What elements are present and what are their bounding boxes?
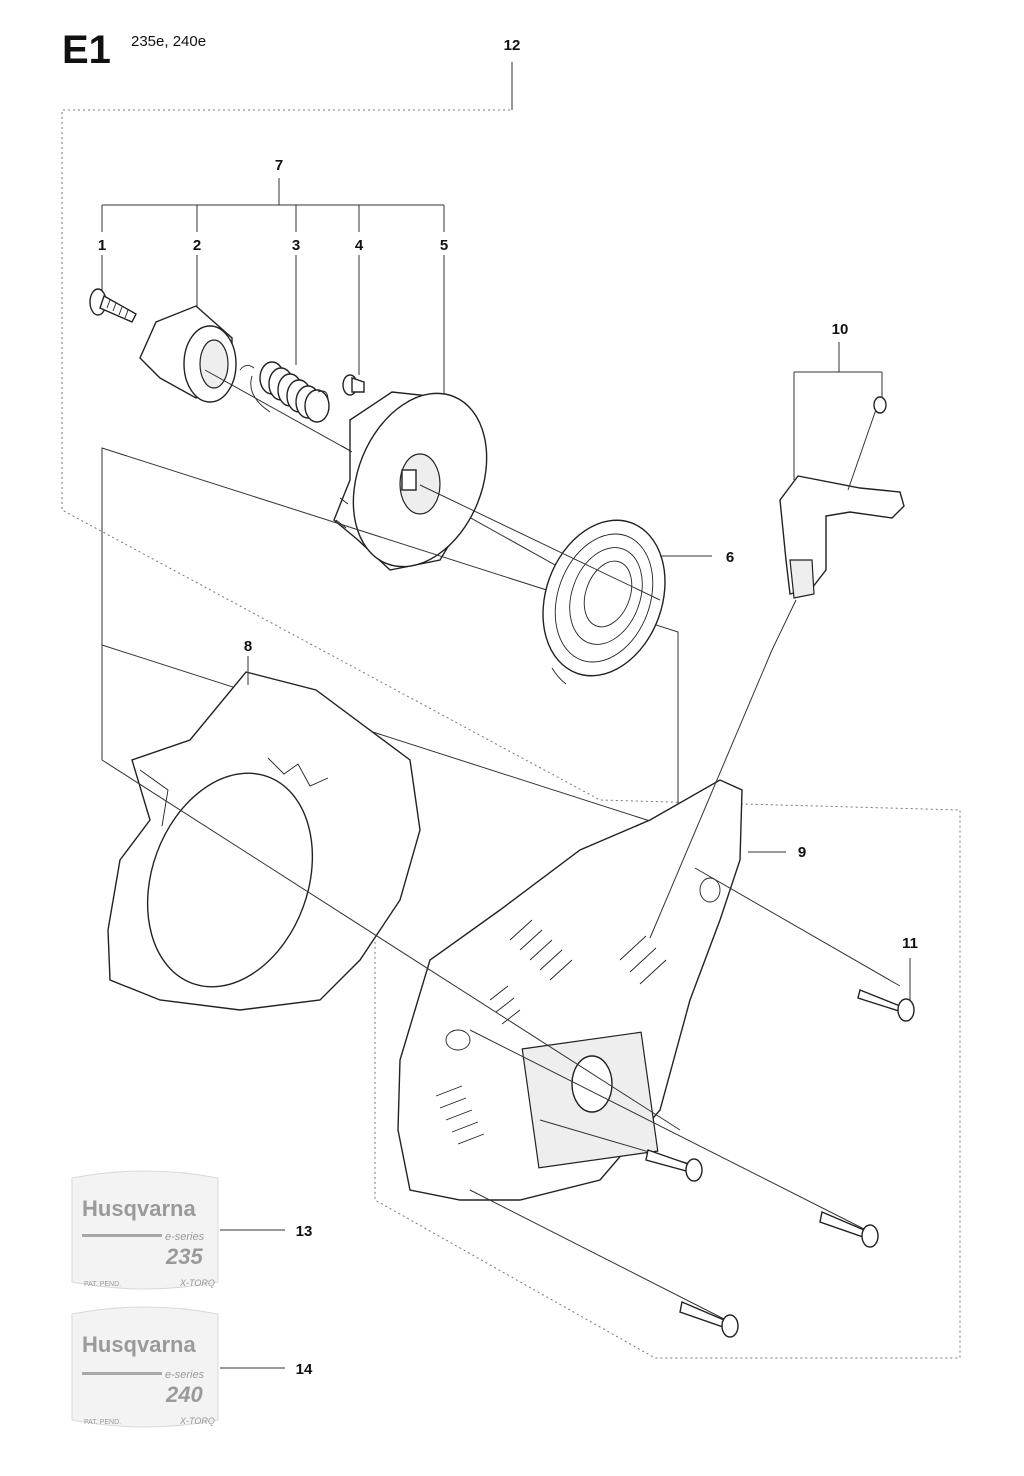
callout-labels: 12 7 1 2 3 4 5 10 6 8 9 11 13 14 [98,37,918,1378]
decal-14-note: PAT. PEND. [84,1419,121,1426]
part-1-screw [89,288,137,323]
callout-4: 4 [355,237,364,254]
part-5-pulley-disc [333,391,488,571]
decal-13-tag: X-TORQ [179,1278,215,1288]
model-list: 235e, 240e [131,33,207,50]
part-2-pulley [139,305,237,403]
part-9-starter-cover [397,779,743,1201]
callout-2: 2 [193,237,201,254]
part-6-recoil-spring [542,519,666,685]
decal-14-series: e-series [165,1369,205,1381]
part-8-shroud [107,671,421,1011]
callout-1: 1 [98,237,106,254]
decal-13-model: 235 [165,1244,203,1269]
callout-5: 5 [440,237,448,254]
part-10-handle [649,396,905,939]
leader-bracket-7 [101,178,445,232]
decal-14-tag: X-TORQ [179,1416,215,1426]
callout-6: 6 [726,549,734,566]
callout-8: 8 [244,638,252,655]
callout-11: 11 [902,935,918,952]
callout-9: 9 [798,844,806,861]
callout-3: 3 [292,237,300,254]
decal-14-model: 240 [165,1382,203,1407]
decal-14-brand: Husqvarna [82,1332,196,1357]
callout-12: 12 [504,37,521,54]
callout-14: 14 [296,1361,313,1378]
decal-13-brand: Husqvarna [82,1196,196,1221]
leader-bracket-10 [793,342,883,480]
section-code: E1 [62,28,111,72]
part-4-washer [342,374,365,396]
decal-13-note: PAT. PEND. [84,1281,121,1288]
callout-7: 7 [275,157,283,174]
decal-13-series: e-series [165,1231,205,1243]
callout-10: 10 [832,321,849,338]
part-14-decal-240: Husqvarna e-series 240 PAT. PEND. X-TORQ [71,1306,219,1428]
callout-13: 13 [296,1223,313,1240]
part-13-decal-235: Husqvarna e-series 235 PAT. PEND. X-TORQ [71,1170,219,1290]
part-3-spring [239,361,330,423]
part-11-screws [469,867,915,1338]
